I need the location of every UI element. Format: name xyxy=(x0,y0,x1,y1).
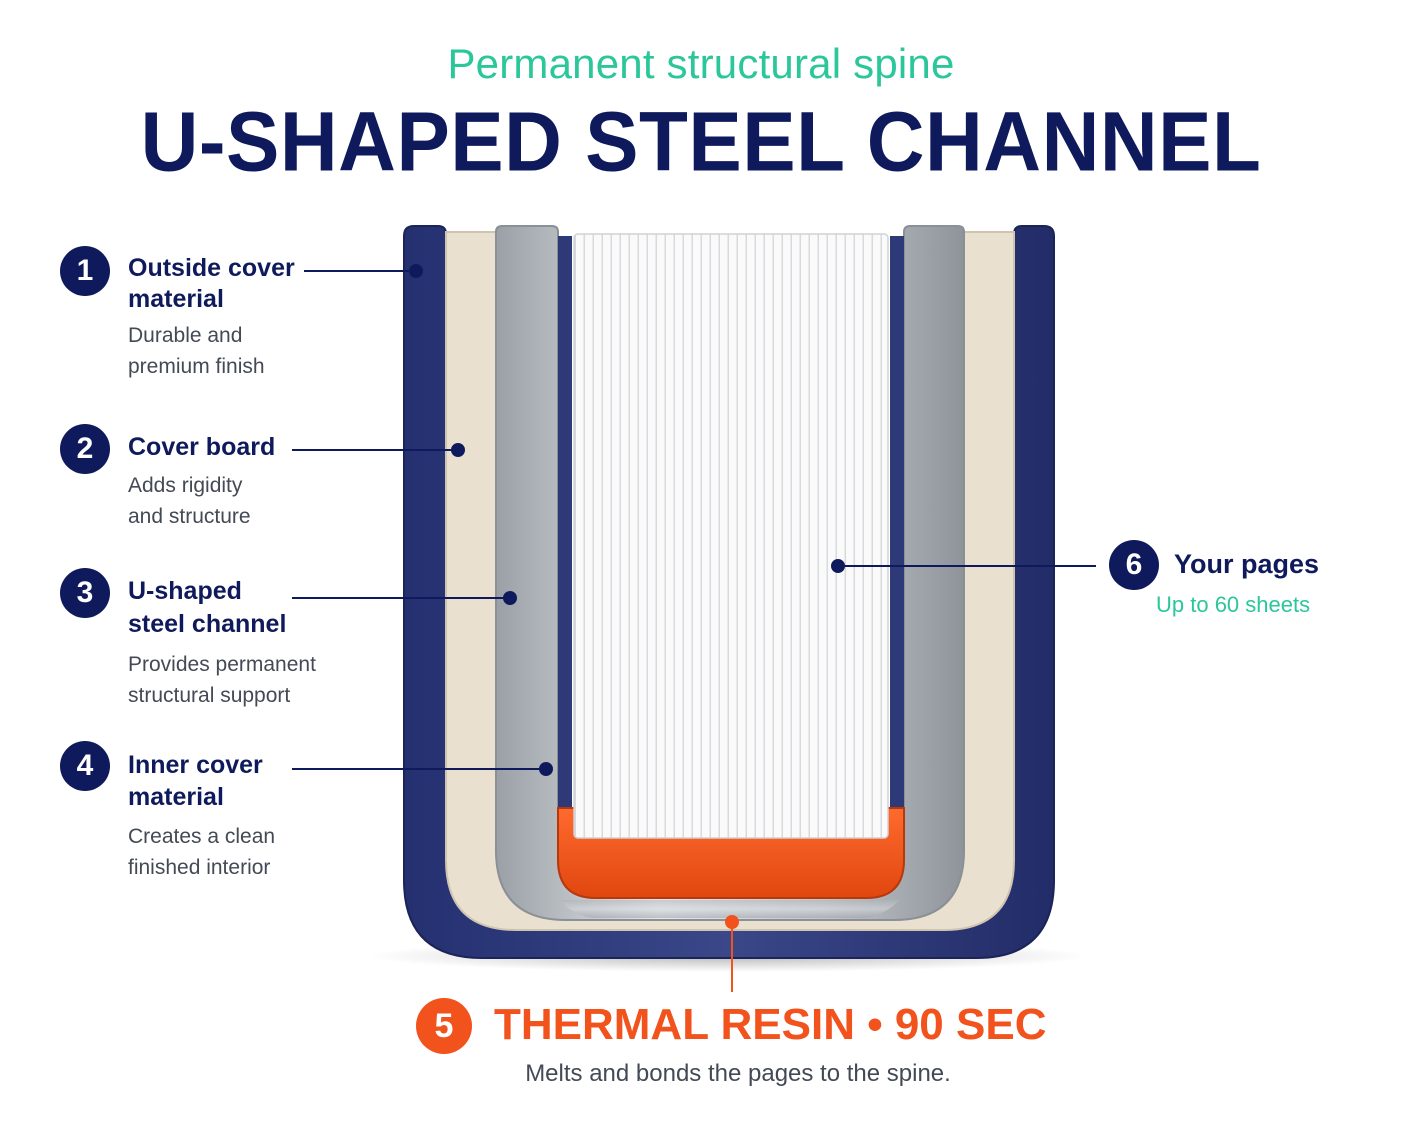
inner-cover-layer xyxy=(558,236,572,810)
callout-title-5: THERMAL RESIN • 90 SEC xyxy=(494,1000,1047,1049)
callout-title-1-line2: material xyxy=(128,285,224,313)
callout-desc-4-line2: finished interior xyxy=(128,856,271,879)
callout-desc-4-line1: Creates a clean xyxy=(128,825,276,848)
callout-desc-5: Melts and bonds the pages to the spine. xyxy=(525,1060,951,1087)
callout-badge-6: 6 xyxy=(1109,540,1159,590)
callout-title-3-line1: U-shaped xyxy=(128,577,242,605)
callout-title-4-line2: material xyxy=(128,783,224,811)
callout-title-4-line1: Inner cover xyxy=(128,751,263,779)
callout-title-6: Your pages xyxy=(1174,549,1320,579)
callout-title-2: Cover board xyxy=(128,433,276,461)
callout-desc-2-line2: and structure xyxy=(128,505,251,528)
callout-desc-3-line2: structural support xyxy=(128,684,291,707)
steel-channel-layer xyxy=(495,225,965,921)
diagram-subtitle: Permanent structural spine xyxy=(447,40,955,87)
callout-badge-3: 3 xyxy=(60,568,110,618)
callout-desc-3-line1: Provides permanent xyxy=(128,653,316,676)
callout-title-1-line1: Outside cover xyxy=(128,254,295,282)
callout-desc-1-line1: Durable and xyxy=(128,324,243,347)
callout-desc-6: Up to 60 sheets xyxy=(1156,592,1311,617)
callout-desc-2-line1: Adds rigidity xyxy=(128,474,243,497)
pages-stack xyxy=(573,233,889,839)
callout-badge-4: 4 xyxy=(60,741,110,791)
callout-badge-5: 5 xyxy=(416,998,472,1054)
callout-title-3-line2: steel channel xyxy=(128,610,287,638)
callout-badge-2: 2 xyxy=(60,424,110,474)
callout-badge-1: 1 xyxy=(60,246,110,296)
diagram-title: U-SHAPED STEEL CHANNEL xyxy=(140,94,1262,189)
callout-desc-1-line2: premium finish xyxy=(128,355,265,378)
